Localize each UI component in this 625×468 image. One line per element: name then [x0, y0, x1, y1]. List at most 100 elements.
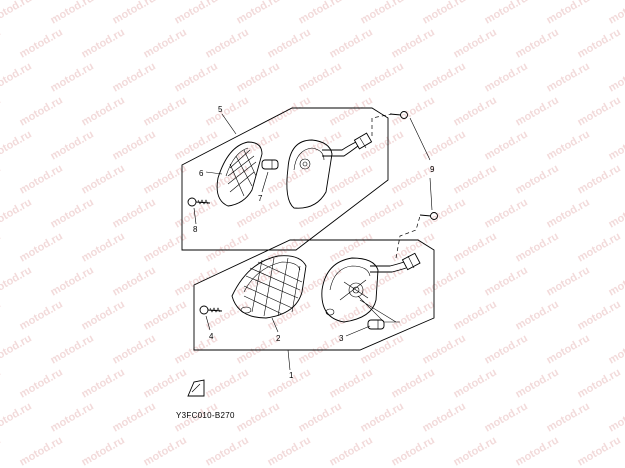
watermark-text: motod.ru [204, 366, 251, 400]
callout-3: 3 [339, 334, 344, 343]
watermark-text: motod.ru [452, 162, 499, 196]
watermark-text: motod.ru [0, 162, 3, 196]
watermark-text: motod.ru [80, 434, 127, 468]
watermark-text: motod.ru [142, 434, 189, 468]
watermark-text: motod.ru [173, 264, 220, 298]
watermark-text: motod.ru [0, 0, 34, 27]
watermark-text: motod.ru [0, 128, 34, 162]
watermark-text: motod.ru [173, 60, 220, 94]
callout-7: 7 [258, 194, 263, 203]
watermark-text: motod.ru [607, 60, 625, 94]
leader-3 [345, 325, 371, 337]
watermark-text: motod.ru [266, 26, 313, 60]
watermark-text: motod.ru [359, 400, 406, 434]
watermark-text: motod.ru [49, 196, 96, 230]
watermark-text: motod.ru [235, 60, 282, 94]
watermark-text: motod.ru [328, 230, 375, 264]
watermark-text: motod.ru [0, 196, 34, 230]
watermark-text: motod.ru [390, 26, 437, 60]
watermark-text: motod.ru [545, 332, 592, 366]
upper-screw [187, 197, 211, 207]
watermark-text: motod.ru [297, 0, 344, 27]
watermark-text: motod.ru [514, 434, 561, 468]
watermark-text: motod.ru [80, 366, 127, 400]
watermark-text: motod.ru [607, 128, 625, 162]
watermark-text: motod.ru [142, 298, 189, 332]
watermark-text: motod.ru [297, 196, 344, 230]
watermark-text: motod.ru [359, 0, 406, 27]
watermark-text: motod.ru [266, 434, 313, 468]
watermark-text: motod.ru [204, 162, 251, 196]
watermark-text: motod.ru [204, 434, 251, 468]
watermark-text: motod.ru [545, 196, 592, 230]
watermark-text: motod.ru [204, 230, 251, 264]
callout-2: 2 [276, 334, 281, 343]
lower-screw [199, 305, 223, 315]
upper-connector [353, 132, 373, 150]
fit-line-lower [395, 215, 421, 259]
watermark-text: motod.ru [18, 434, 65, 468]
position-thumbnail-icon [187, 379, 205, 397]
watermark-text: motod.ru [235, 332, 282, 366]
watermark-text: motod.ru [142, 94, 189, 128]
watermark-text: motod.ru [514, 366, 561, 400]
watermark-text: motod.ru [576, 366, 623, 400]
watermark-text: motod.ru [607, 400, 625, 434]
watermark-text: motod.ru [204, 298, 251, 332]
watermark-text: motod.ru [607, 264, 625, 298]
watermark-text: motod.ru [359, 196, 406, 230]
watermark-text: motod.ru [359, 60, 406, 94]
watermark-text: motod.ru [607, 0, 625, 27]
leader-2 [271, 317, 279, 333]
watermark-text: motod.ru [328, 298, 375, 332]
watermark-text: motod.ru [142, 366, 189, 400]
watermark-text: motod.ru [483, 264, 530, 298]
leader-5 [221, 113, 237, 135]
leader-8 [193, 207, 197, 225]
upper-housing [286, 139, 359, 209]
watermark-text: motod.ru [0, 366, 3, 400]
watermark-text: motod.ru [18, 26, 65, 60]
watermark-text: motod.ru [607, 196, 625, 230]
watermark-text: motod.ru [18, 162, 65, 196]
callout-6: 6 [199, 169, 204, 178]
watermark-text: motod.ru [483, 332, 530, 366]
watermark-text: motod.ru [297, 60, 344, 94]
callout-4: 4 [209, 332, 214, 341]
watermark-text: motod.ru [111, 60, 158, 94]
watermark-text: motod.ru [173, 0, 220, 27]
watermark-text: motod.ru [297, 128, 344, 162]
watermark-text: motod.ru [328, 162, 375, 196]
watermark-text: motod.ru [204, 26, 251, 60]
watermark-text: motod.ru [545, 264, 592, 298]
watermark-text: motod.ru [576, 230, 623, 264]
watermark-text: motod.ru [483, 60, 530, 94]
watermark-text: motod.ru [18, 230, 65, 264]
watermark-text: motod.ru [0, 332, 34, 366]
watermark-text: motod.ru [421, 0, 468, 27]
watermark-text: motod.ru [328, 366, 375, 400]
lower-assembly-frame [193, 239, 435, 351]
watermark-text: motod.ru [0, 26, 3, 60]
watermark-text: motod.ru [235, 400, 282, 434]
watermark-text: motod.ru [483, 128, 530, 162]
watermark-text: motod.ru [266, 94, 313, 128]
watermark-text: motod.ru [514, 162, 561, 196]
watermark-text: motod.ru [483, 400, 530, 434]
watermark-text: motod.ru [421, 196, 468, 230]
leader-1 [287, 349, 291, 371]
watermark-text: motod.ru [328, 434, 375, 468]
lower-bulb [357, 295, 400, 330]
fit-line-upper [371, 113, 393, 136]
leader-6 [205, 171, 223, 175]
watermark-text: motod.ru [49, 264, 96, 298]
watermark-text: motod.ru [18, 298, 65, 332]
watermark-text: motod.ru [328, 26, 375, 60]
watermark-text: motod.ru [421, 400, 468, 434]
watermark-text: motod.ru [204, 94, 251, 128]
watermark-text: motod.ru [266, 162, 313, 196]
watermark-text: motod.ru [49, 0, 96, 27]
watermark-text: motod.ru [483, 0, 530, 27]
